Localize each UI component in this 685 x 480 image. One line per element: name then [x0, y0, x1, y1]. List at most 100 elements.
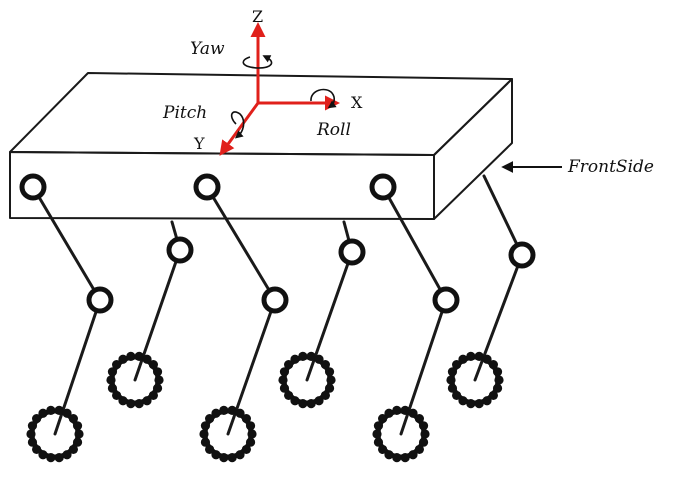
foot-bead: [414, 444, 424, 455]
foot-bead: [46, 405, 56, 415]
foot-bead: [211, 408, 221, 418]
foot-bead: [290, 354, 300, 364]
foot-bead: [466, 351, 476, 361]
foot-bead: [447, 367, 458, 377]
foot-bead: [314, 354, 324, 364]
rear-leg-3: [446, 174, 536, 409]
foot-bead: [488, 359, 498, 370]
hip-joint: [338, 238, 366, 266]
foot-bead: [414, 413, 424, 424]
foot-bead: [126, 399, 136, 409]
foot-bead: [279, 383, 290, 393]
front-leg-1: [19, 173, 114, 463]
foot-bead: [306, 351, 316, 361]
foot-bead: [245, 437, 256, 447]
foot-bead: [298, 399, 308, 409]
foot-bead: [118, 396, 128, 406]
foot-bead: [112, 359, 122, 370]
body-front-face: [9, 151, 435, 220]
upper-link: [205, 185, 277, 302]
foot-wheel: [372, 405, 430, 463]
foot-bead: [482, 354, 492, 364]
foot-bead: [384, 450, 394, 460]
foot-bead: [27, 437, 38, 447]
foot-bead: [142, 354, 152, 364]
foot-bead: [26, 429, 36, 439]
rear-leg-2: [278, 220, 366, 409]
foot-bead: [62, 408, 72, 418]
roll-label: Roll: [316, 120, 351, 140]
front-side-label: FrontSide: [567, 157, 654, 177]
foot-bead: [134, 351, 144, 361]
foot-bead: [494, 375, 504, 385]
pitch-rotation-icon: [230, 111, 245, 139]
foot-wheel: [278, 351, 336, 409]
knee-joint: [261, 286, 289, 314]
foot-bead: [290, 396, 300, 406]
knee-joint: [86, 286, 114, 314]
foot-bead: [235, 450, 245, 460]
foot-bead: [205, 413, 215, 424]
hip-joint: [369, 173, 397, 201]
foot-bead: [408, 408, 418, 418]
foot-bead: [46, 453, 56, 463]
roll-rotation-icon: [310, 88, 337, 109]
foot-bead: [118, 354, 128, 364]
foot-bead: [148, 390, 158, 401]
foot-bead: [466, 399, 476, 409]
foot-bead: [219, 453, 229, 463]
foot-bead: [392, 453, 402, 463]
foot-bead: [298, 351, 308, 361]
foot-bead: [278, 375, 288, 385]
foot-bead: [306, 399, 316, 409]
front-leg-2: [193, 173, 289, 463]
yaw-rotation-icon: [242, 55, 273, 69]
foot-bead: [62, 450, 72, 460]
foot-bead: [219, 405, 229, 415]
foot-bead: [314, 396, 324, 406]
foot-bead: [54, 453, 64, 463]
foot-bead: [320, 390, 330, 401]
robot-body: [9, 72, 513, 220]
knee-joint: [432, 286, 460, 314]
foot-bead: [446, 375, 456, 385]
foot-bead: [72, 421, 83, 431]
pitch-label: Pitch: [162, 103, 207, 123]
foot-bead: [200, 437, 211, 447]
z-axis-label: Z: [252, 7, 263, 26]
foot-bead: [320, 359, 330, 370]
front-leg-3: [369, 173, 460, 463]
foot-bead: [324, 383, 335, 393]
foot-bead: [326, 375, 336, 385]
foot-bead: [392, 405, 402, 415]
foot-bead: [420, 429, 430, 439]
foot-bead: [482, 396, 492, 406]
foot-bead: [68, 413, 78, 424]
x-axis-label: X: [351, 93, 363, 112]
foot-bead: [279, 367, 290, 377]
foot-bead: [27, 421, 38, 431]
foot-bead: [142, 396, 152, 406]
foot-bead: [241, 413, 251, 424]
foot-bead: [148, 359, 158, 370]
lower-link: [305, 250, 354, 382]
foot-bead: [154, 375, 164, 385]
hip-link: [482, 174, 524, 257]
foot-bead: [227, 453, 237, 463]
hip-joint: [19, 173, 47, 201]
foot-bead: [378, 444, 388, 455]
foot-wheel: [106, 351, 164, 409]
foot-bead: [284, 359, 294, 370]
foot-bead: [247, 429, 257, 439]
foot-wheel: [26, 405, 84, 463]
lower-link: [473, 253, 524, 382]
foot-bead: [112, 390, 122, 401]
foot-bead: [384, 408, 394, 418]
foot-bead: [474, 399, 484, 409]
foot-bead: [152, 367, 163, 377]
foot-bead: [211, 450, 221, 460]
foot-bead: [74, 429, 84, 439]
body-side-face: [433, 78, 513, 220]
foot-bead: [373, 437, 384, 447]
foot-bead: [72, 437, 83, 447]
